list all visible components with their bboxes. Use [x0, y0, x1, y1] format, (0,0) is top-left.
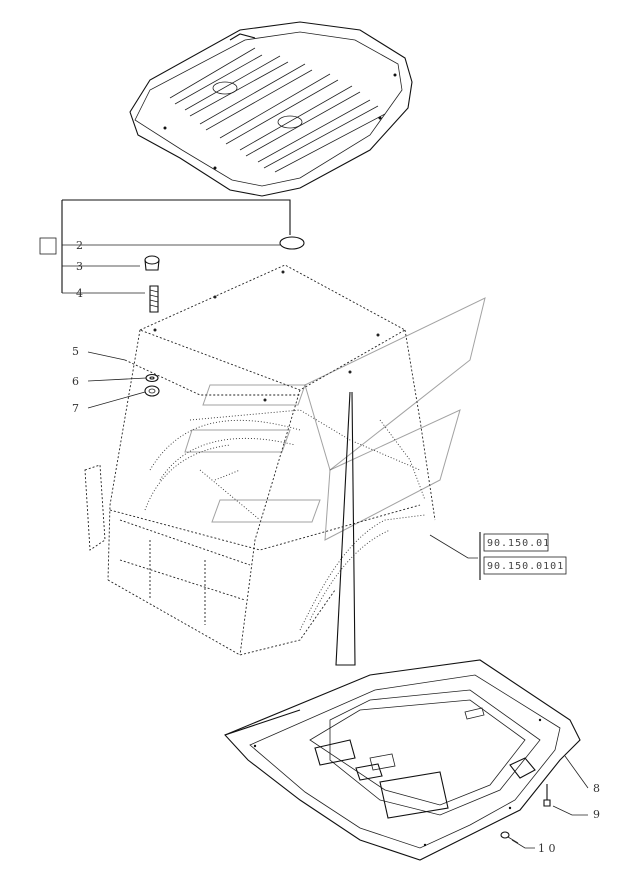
- callout-6: 6: [72, 375, 79, 388]
- callout-5: 5: [72, 345, 79, 358]
- reference-box-2: [483, 556, 567, 575]
- callout-2: 2: [76, 239, 83, 252]
- callout-leaders: [87, 351, 589, 849]
- roof-panel: [129, 21, 413, 197]
- nut-part: [144, 385, 160, 397]
- reference-box-1: [483, 533, 549, 552]
- callout-10: 1 0: [538, 842, 556, 855]
- note-box-icon: [39, 237, 57, 255]
- leader-bracket: [39, 199, 291, 294]
- callout-8: 8: [593, 782, 600, 795]
- reference-1: 90.150.01: [487, 538, 550, 549]
- leader-line: [335, 391, 356, 666]
- stud-part: [149, 285, 159, 313]
- plug-cap-part: [279, 236, 305, 250]
- cab-frame: [84, 264, 436, 656]
- headliner-panel: [224, 659, 581, 861]
- reference-group: 90.150.01 90.150.0101: [479, 532, 567, 580]
- callout-4: 4: [76, 287, 83, 300]
- callout-9: 9: [593, 808, 600, 821]
- knob-part: [144, 255, 160, 271]
- reference-2: 90.150.0101: [487, 561, 564, 572]
- callout-3: 3: [76, 260, 83, 273]
- bolt-part: [500, 831, 519, 844]
- callout-7: 7: [72, 402, 79, 415]
- watermark-logo: [184, 297, 486, 541]
- screw-part: [543, 784, 551, 807]
- washer-part: [145, 373, 159, 383]
